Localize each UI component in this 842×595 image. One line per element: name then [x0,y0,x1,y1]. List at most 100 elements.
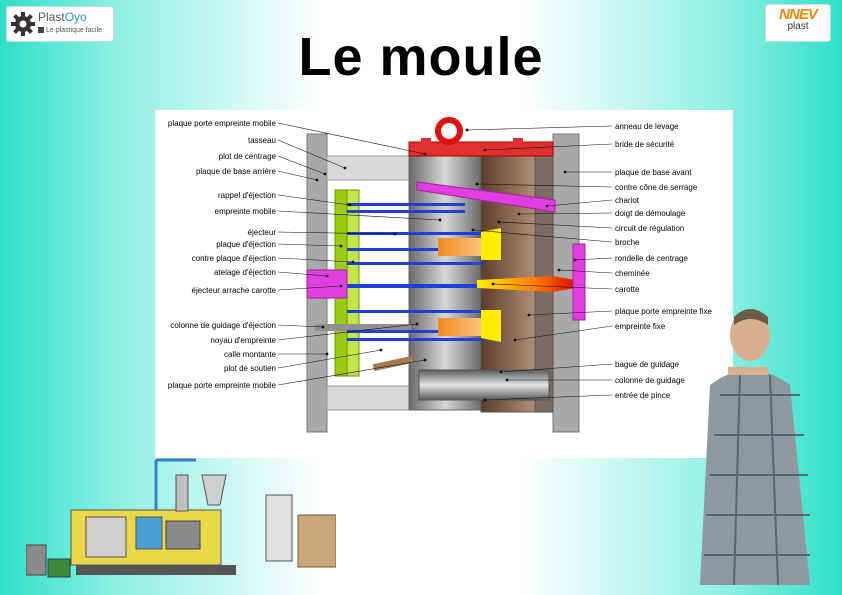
leader-dot [343,166,347,170]
callout-label-left: calle montante [224,350,277,359]
leader-line [558,269,613,274]
leader-dot [321,325,325,329]
leader-dot [393,232,397,236]
sprue-puller-pin [347,284,487,288]
leader-dot [497,220,501,224]
safety-flange-bolt-a [421,138,431,146]
left-label-group: plaque porte empreinte mobile tasseau plot… [168,119,442,390]
ejector-coupling [306,269,348,299]
leader-line [574,257,613,261]
leader-dot [415,322,419,326]
callout-label-left: noyau d'empreinte [210,336,276,345]
logo-right-sub: plast [787,21,809,32]
leader-dot [423,152,427,156]
logo-brand: PlastOyo [38,10,87,24]
leader-line [492,283,613,290]
leader-dot [379,348,383,352]
callout-label-right: empreinte fixe [615,322,666,331]
leader-line [484,143,613,151]
callout-label-left: contre plaque d'éjection [192,254,276,263]
leader-dot [323,172,327,176]
leader-line [277,170,318,181]
callout-label-right: entrée de pince [615,391,671,400]
injection-machine-illustration [26,458,336,578]
nnev-plast-logo[interactable]: NNEV plast [765,4,831,42]
leader-line [484,394,613,401]
callout-label-left: plot de soutien [224,364,276,373]
leader-dot [351,260,355,264]
leader-line [277,243,342,247]
callout-label-right: cheminée [615,269,650,278]
leader-line [476,183,613,188]
callout-label-left: plaque porte empreinte mobile [168,119,277,128]
logo-tagline-text: Le plastique facile [46,27,103,34]
locating-ring [572,243,586,321]
lifting-ring [435,117,463,145]
callout-label-left: rappel d'éjection [218,191,276,200]
callout-label-left: atelage d'éjection [214,268,276,277]
leader-dot [325,352,329,356]
leader-line [277,359,426,386]
leader-dot [505,378,509,382]
leader-line [277,139,346,169]
callout-label-left: plot de centrage [219,152,277,161]
plastoyo-logo[interactable]: PlastOyo Le plastique facile [6,6,114,42]
callout-label-right: plaque de base avant [615,168,692,177]
leader-line [518,212,613,215]
logo-right-word: NNEV [779,6,818,23]
leader-line [277,231,396,235]
leader-dot [573,258,577,262]
callout-label-right: rondelle de centrage [615,254,688,263]
right-label-group: anneau de levage bride de sécurité plaque … [465,122,713,402]
leader-line [514,325,613,341]
leader-line [528,310,613,316]
callout-label-right: doigt de démoulage [615,209,686,218]
leader-dot [423,358,427,362]
callout-label-left: plaque d'éjection [216,240,276,249]
leader-dot [557,268,561,272]
callout-label-left: plaque de base arrière [196,167,277,176]
sprue [477,276,575,292]
callout-label-left: plaque porte empreinte mobile [168,381,277,390]
leader-line [277,155,326,175]
ejector-guide-column [315,324,411,331]
callout-label-right: broche [615,238,640,247]
callout-label-left: colonne de guidage d'éjection [170,321,276,330]
leader-line [277,122,426,155]
callout-label-right: chariot [615,196,640,205]
page-title: Le moule [298,27,544,87]
leader-line [500,363,613,373]
leader-line [472,229,613,243]
support-pin [372,355,414,372]
callout-label-right: bride de sécurité [615,140,675,149]
spacer-block-top [326,155,410,181]
leader-dot [483,398,487,402]
ejector-counter-plate [346,189,360,377]
leader-dot [483,148,487,152]
gear-icon [11,12,35,36]
leader-dot [563,170,567,174]
callout-label-left: tasseau [248,136,276,145]
safety-flange-bolt-b [513,138,523,146]
spacer-block-bottom [326,385,410,411]
callout-label-right: anneau de levage [615,122,679,131]
callout-label-right: contre cône de serrage [615,183,698,192]
leader-line [277,323,418,341]
callout-label-right: plaque porte empreinte fixe [615,307,713,316]
mold-diagram-panel: plaque porte empreinte mobile tasseau plot… [155,110,733,458]
leader-dot [471,228,475,232]
leader-line [277,210,441,221]
callout-label-left: empreinte mobile [215,207,277,216]
callout-label-right: colonne de guidage [615,376,685,385]
leader-line [277,285,342,291]
leader-line [546,199,613,207]
leader-dot [348,203,352,207]
mold-cross-section [306,117,586,433]
leader-line [277,257,354,263]
checkbox-icon [38,27,44,34]
callout-label-right: circuit de régulation [615,224,684,233]
leader-line [277,271,328,277]
runner-bottom [481,310,501,342]
leader-line [277,194,351,206]
leader-line [277,324,324,328]
